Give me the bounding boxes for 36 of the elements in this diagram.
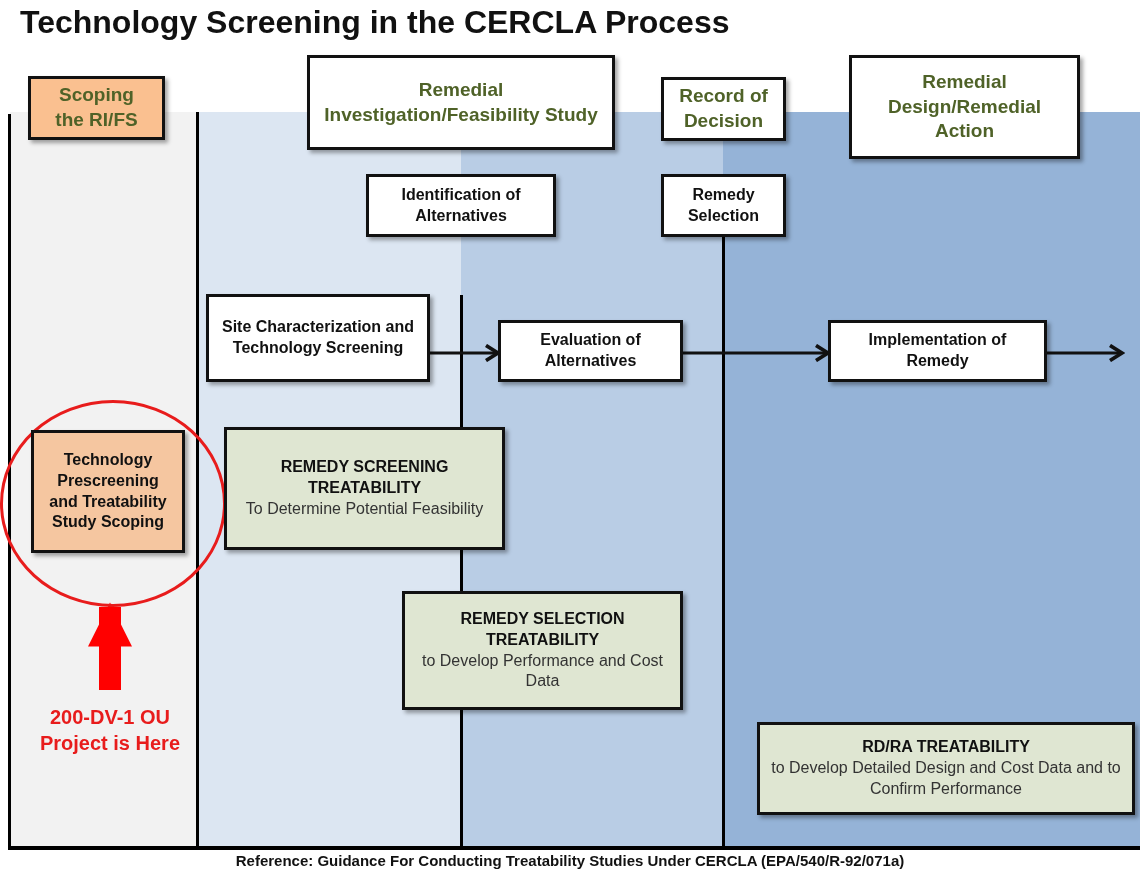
node-heading: Site Characterization and Technology Screening (220, 317, 415, 358)
process-box (31, 430, 185, 553)
node-heading: Implementation of Remedy (867, 330, 1008, 371)
node-heading: Technology Prescreening and Treatability Study Scoping (48, 449, 168, 533)
highlight-circle (0, 400, 226, 607)
node-heading: Remedial Investigation/Feasibility Study (323, 77, 599, 127)
treatability-box (224, 427, 505, 550)
node-heading: REMEDY SELECTION TREATABILITY (459, 608, 626, 650)
node-heading: REMEDY SCREENING TREATABILITY (279, 457, 450, 499)
node-heading: Remedy Selection (686, 184, 761, 226)
treatability-box (757, 722, 1135, 815)
node-heading: RD/RA TREATABILITY (862, 737, 1030, 758)
node-description: To Determine Potential Feasibility (245, 498, 484, 519)
diagram-title: Technology Screening in the CERCLA Process (20, 4, 730, 41)
node-heading: Identification of Alternatives (400, 184, 522, 226)
arrow (430, 343, 500, 363)
node-heading: 200-DV-1 OU Project is Here (38, 705, 182, 756)
process-box (661, 174, 786, 237)
node-heading: Remedial Design/Remedial Action (886, 69, 1043, 144)
process-box (366, 174, 556, 237)
process-box (498, 320, 683, 382)
process-box (828, 320, 1047, 382)
arrow (683, 343, 830, 363)
node-description: to Develop Performance and Cost Data (421, 650, 664, 692)
phase-box (28, 76, 165, 140)
node-heading: Evaluation of Alternatives (539, 330, 642, 371)
reference-caption: Reference: Guidance For Conducting Treatability Studies Under CERCLA (EPA/540/R-92/071a) (234, 852, 906, 869)
process-box (206, 294, 430, 382)
node-heading: Scoping the RI/FS (55, 83, 138, 132)
node-heading: Record of Decision (678, 84, 769, 133)
arrow (1047, 343, 1124, 363)
phase-box (661, 77, 786, 141)
node-description: to Develop Detailed Design and Cost Data and to Confirm Performance (770, 758, 1122, 799)
treatability-box (402, 591, 683, 710)
phase-box (307, 55, 615, 150)
phase-box (849, 55, 1080, 159)
